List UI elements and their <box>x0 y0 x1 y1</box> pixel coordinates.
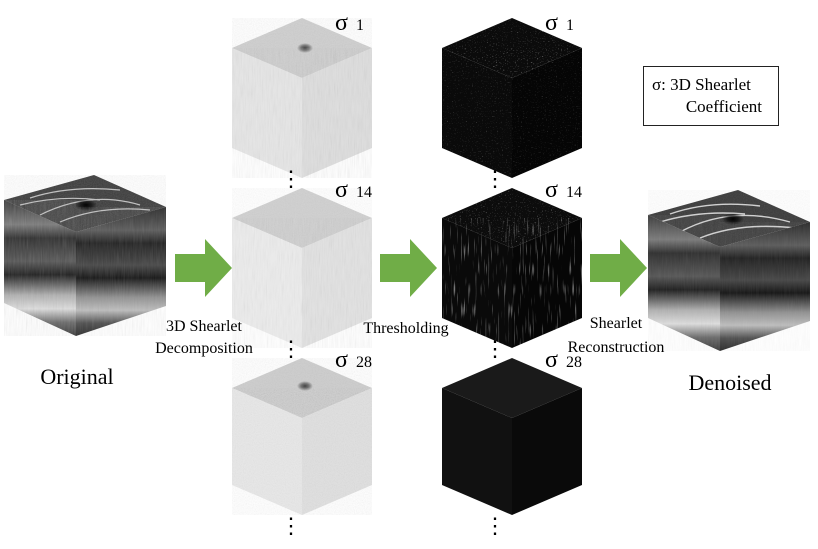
thresholded-cube-14 <box>442 188 582 348</box>
ellipsis-thresh-bottom: ⋮ <box>484 513 506 538</box>
decomposition-label-line1: 3D Shearlet <box>166 318 243 335</box>
thresholded-cube-28 <box>442 358 582 515</box>
coefficient-cube-14 <box>232 188 372 348</box>
denoised-label: Denoised <box>688 370 771 395</box>
thresholding-label: Thresholding <box>363 320 448 337</box>
legend-line-2: Coefficient <box>685 97 762 116</box>
ellipsis-thresh-top: ⋮ <box>484 166 506 191</box>
ellipsis-decomp-mid: ⋮ <box>280 336 302 361</box>
reconstruction-arrow <box>590 239 647 297</box>
coefficient-cube-28 <box>232 358 372 515</box>
ellipsis-decomp-top: ⋮ <box>280 166 302 191</box>
reconstruction-label-line1: Shearlet <box>590 315 643 332</box>
ellipsis-decomp-bottom: ⋮ <box>280 513 302 538</box>
reconstruction-label-line2: Reconstruction <box>568 339 665 356</box>
legend-line-1: σ: 3D Shearlet <box>652 75 751 94</box>
legend-box: σ: 3D Shearlet Coefficient <box>643 66 779 126</box>
ellipsis-thresh-mid: ⋮ <box>484 336 506 361</box>
original-volume-cube <box>4 175 166 336</box>
coefficient-cube-1 <box>232 18 372 178</box>
denoised-volume-cube <box>648 190 810 351</box>
decomposition-arrow <box>175 239 232 297</box>
thresholded-cube-1 <box>442 18 582 178</box>
decomposition-label-line2: Decomposition <box>155 340 253 357</box>
original-label: Original <box>40 364 113 389</box>
thresholding-arrow <box>380 239 437 297</box>
